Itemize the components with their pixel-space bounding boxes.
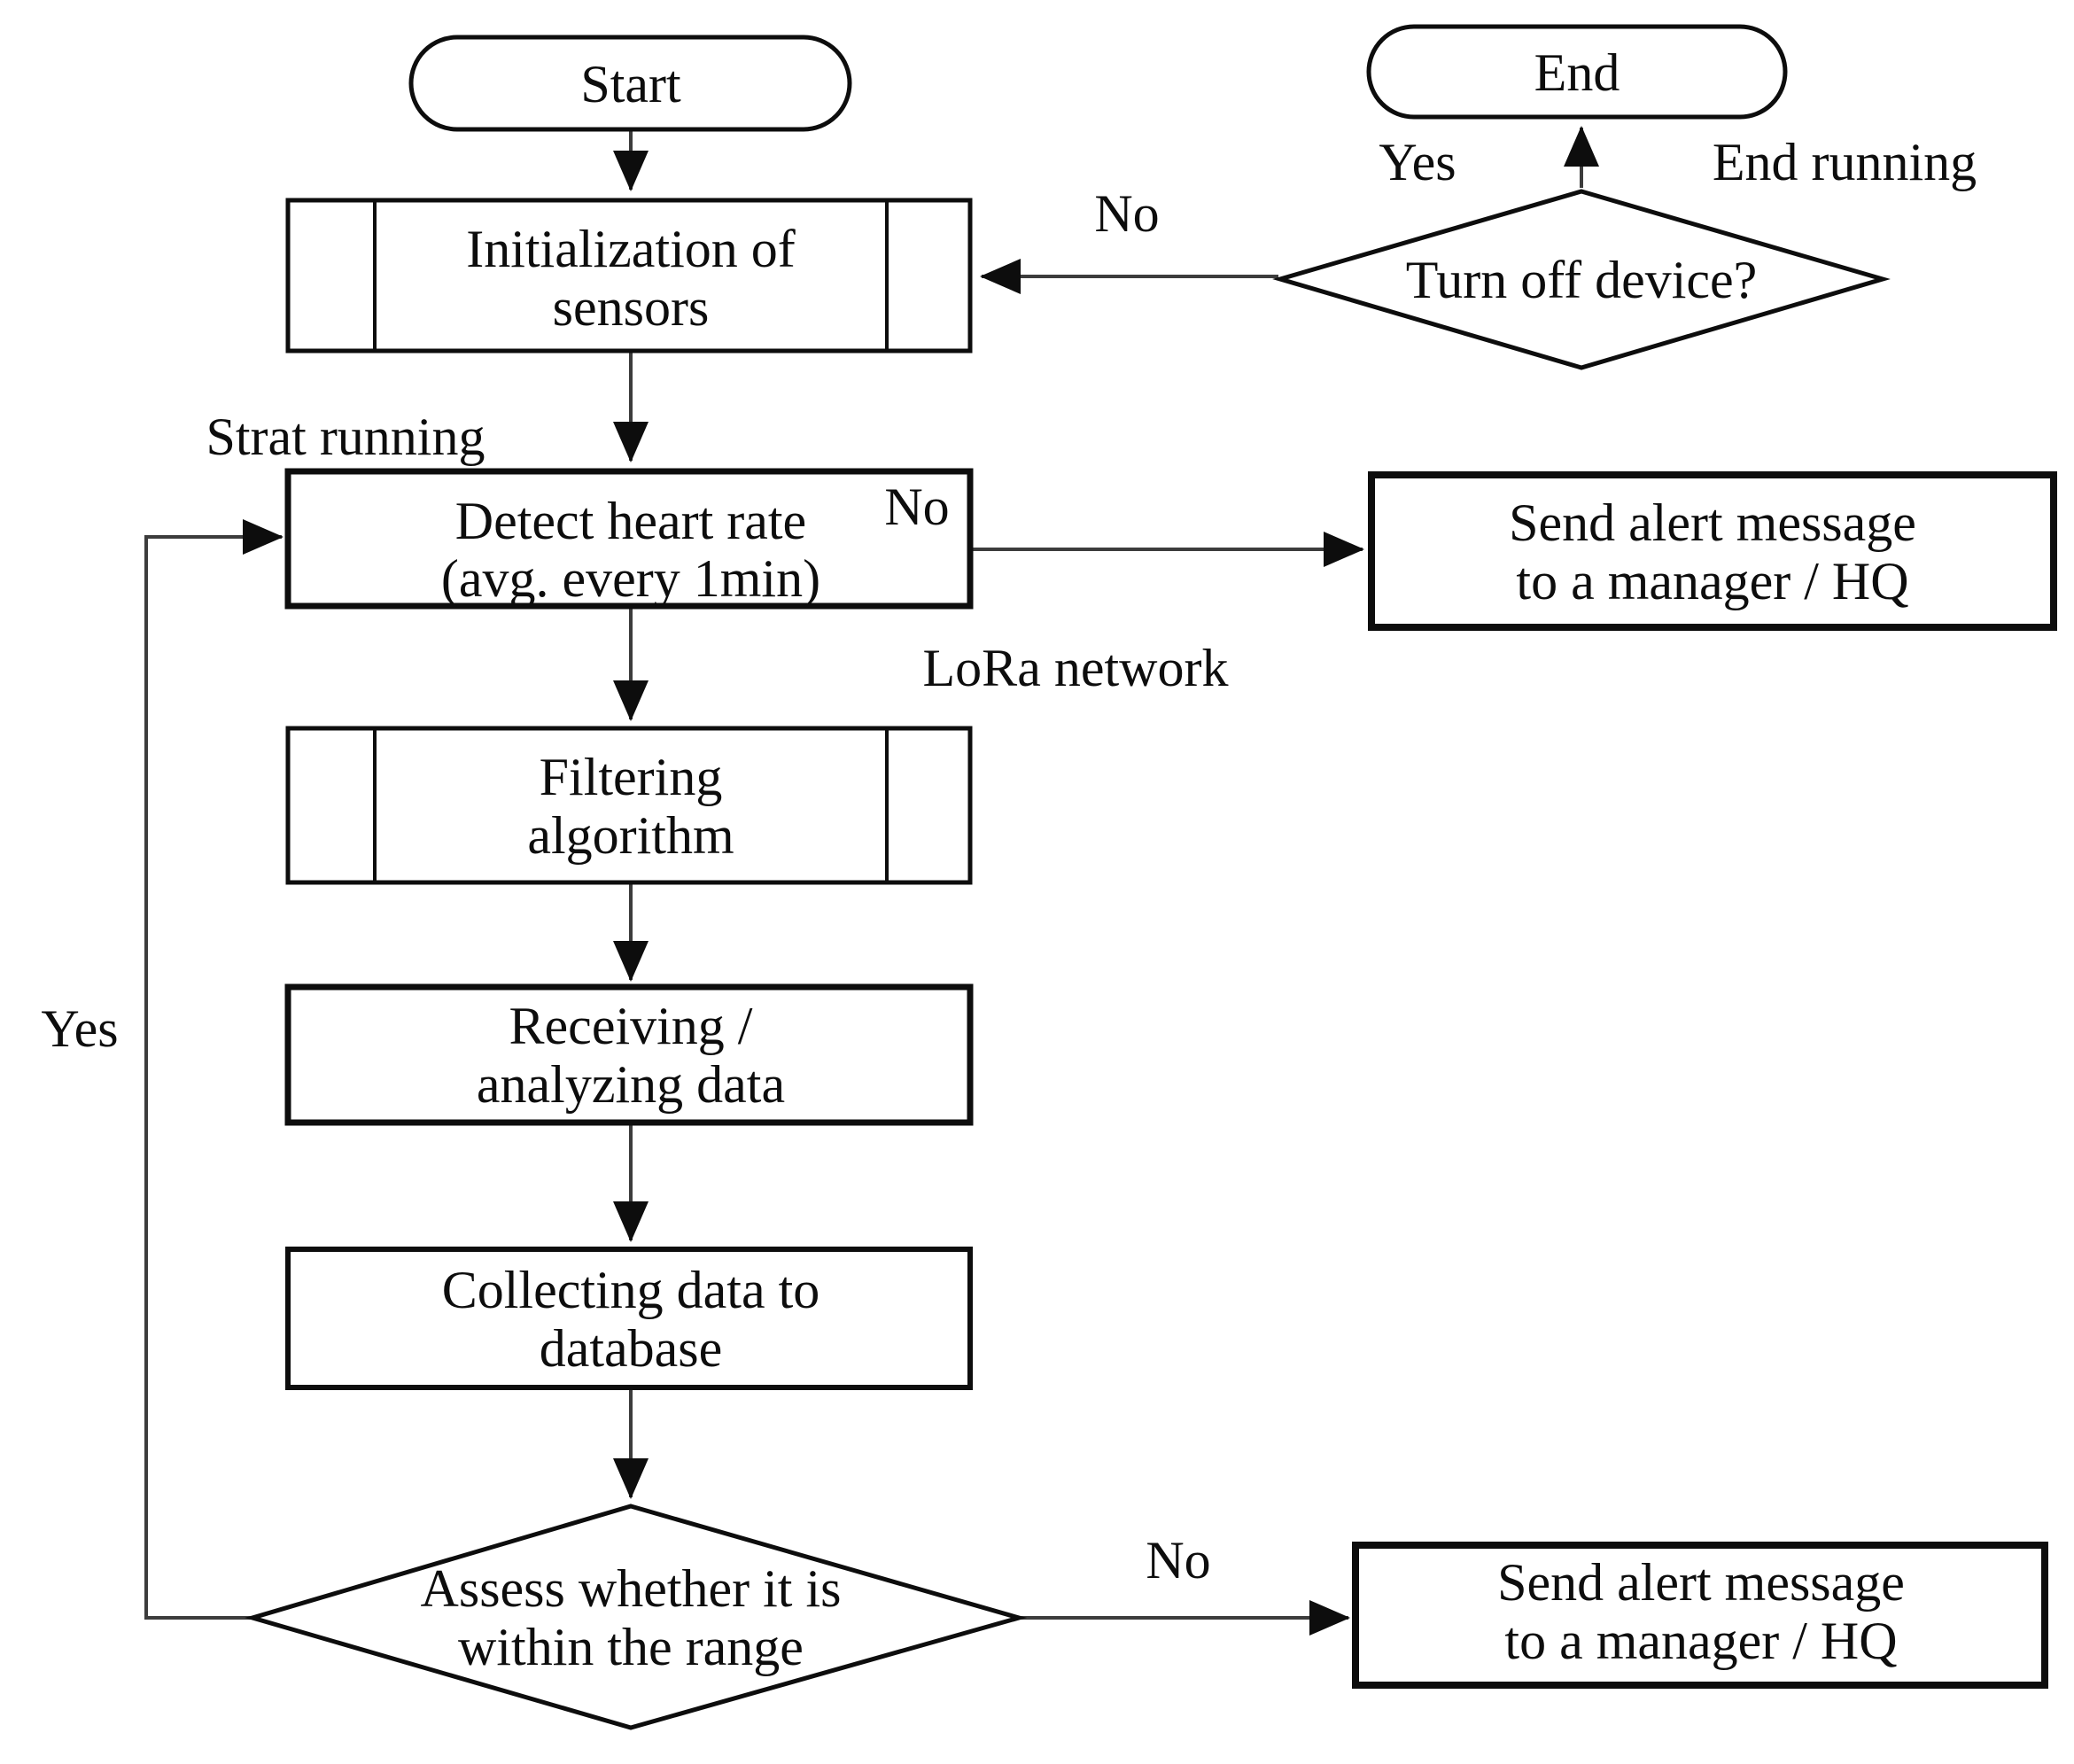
- node-start: Start: [408, 35, 852, 132]
- label-assess-no: No: [1146, 1531, 1210, 1589]
- receiving-line1: Receiving /: [509, 997, 753, 1055]
- node-send-alert-bottom: Send alert message to a manager / HQ: [1352, 1542, 2048, 1689]
- detect-heart-rate-line1: Detect heart rate: [455, 492, 806, 550]
- detect-heart-rate-box: [284, 468, 974, 610]
- node-assess-range: Assess whether it is within the range: [245, 1504, 1028, 1730]
- start-label: Start: [580, 55, 681, 113]
- detect-heart-rate-line2: (avg. every 1min): [441, 549, 820, 608]
- turn-off-device-label: Turn off device?: [1406, 251, 1758, 309]
- send-alert-bottom-line1: Send alert message: [1497, 1553, 1905, 1612]
- assess-range-line1: Assess whether it is: [421, 1559, 842, 1618]
- receiving-box: [284, 983, 974, 1126]
- assess-range-line2: within the range: [458, 1618, 804, 1676]
- send-alert-bottom-line2: to a manager / HQ: [1504, 1612, 1897, 1670]
- label-detect-no: No: [884, 478, 949, 536]
- send-alert-top-line2: to a manager / HQ: [1516, 552, 1908, 610]
- turn-off-device-diamond: [1272, 189, 1891, 370]
- receiving-line2: analyzing data: [477, 1055, 785, 1114]
- collecting-box: [285, 1247, 973, 1390]
- start-terminator: [408, 35, 852, 132]
- collecting-line1: Collecting data to: [442, 1261, 820, 1319]
- node-filtering: Filtering algorithm: [285, 726, 973, 885]
- init-sensors-box: [285, 198, 973, 354]
- send-alert-top-box: [1368, 471, 2057, 631]
- node-detect-heart-rate: Detect heart rate (avg. every 1min): [284, 468, 974, 610]
- send-alert-bottom-box: [1352, 1542, 2048, 1689]
- edge-assess-yes-feedback: [144, 519, 284, 1620]
- node-receiving: Receiving / analyzing data: [284, 983, 974, 1126]
- label-end-running: End running: [1713, 133, 1977, 191]
- label-start-running: Strat running: [206, 408, 485, 466]
- label-assess-yes: Yes: [41, 999, 118, 1058]
- node-init-sensors: Initialization of sensors: [285, 198, 973, 354]
- end-terminator: [1366, 24, 1788, 120]
- node-end: End: [1366, 24, 1788, 120]
- label-turnoff-yes: Yes: [1379, 133, 1456, 191]
- assess-range-diamond: [245, 1504, 1028, 1730]
- label-turnoff-no: No: [1094, 184, 1159, 243]
- collecting-line2: database: [540, 1319, 723, 1378]
- filtering-line1: Filtering: [540, 748, 723, 806]
- end-label: End: [1534, 43, 1620, 102]
- node-turn-off-device: Turn off device?: [1272, 189, 1891, 370]
- init-sensors-line2: sensors: [553, 278, 710, 337]
- filtering-box: [285, 726, 973, 885]
- label-lora-network: LoRa network: [923, 639, 1229, 697]
- node-send-alert-top: Send alert message to a manager / HQ: [1368, 471, 2057, 631]
- node-collecting: Collecting data to database: [285, 1247, 973, 1390]
- filtering-line2: algorithm: [527, 806, 734, 865]
- init-sensors-line1: Initialization of: [466, 220, 796, 278]
- send-alert-top-line1: Send alert message: [1509, 493, 1916, 552]
